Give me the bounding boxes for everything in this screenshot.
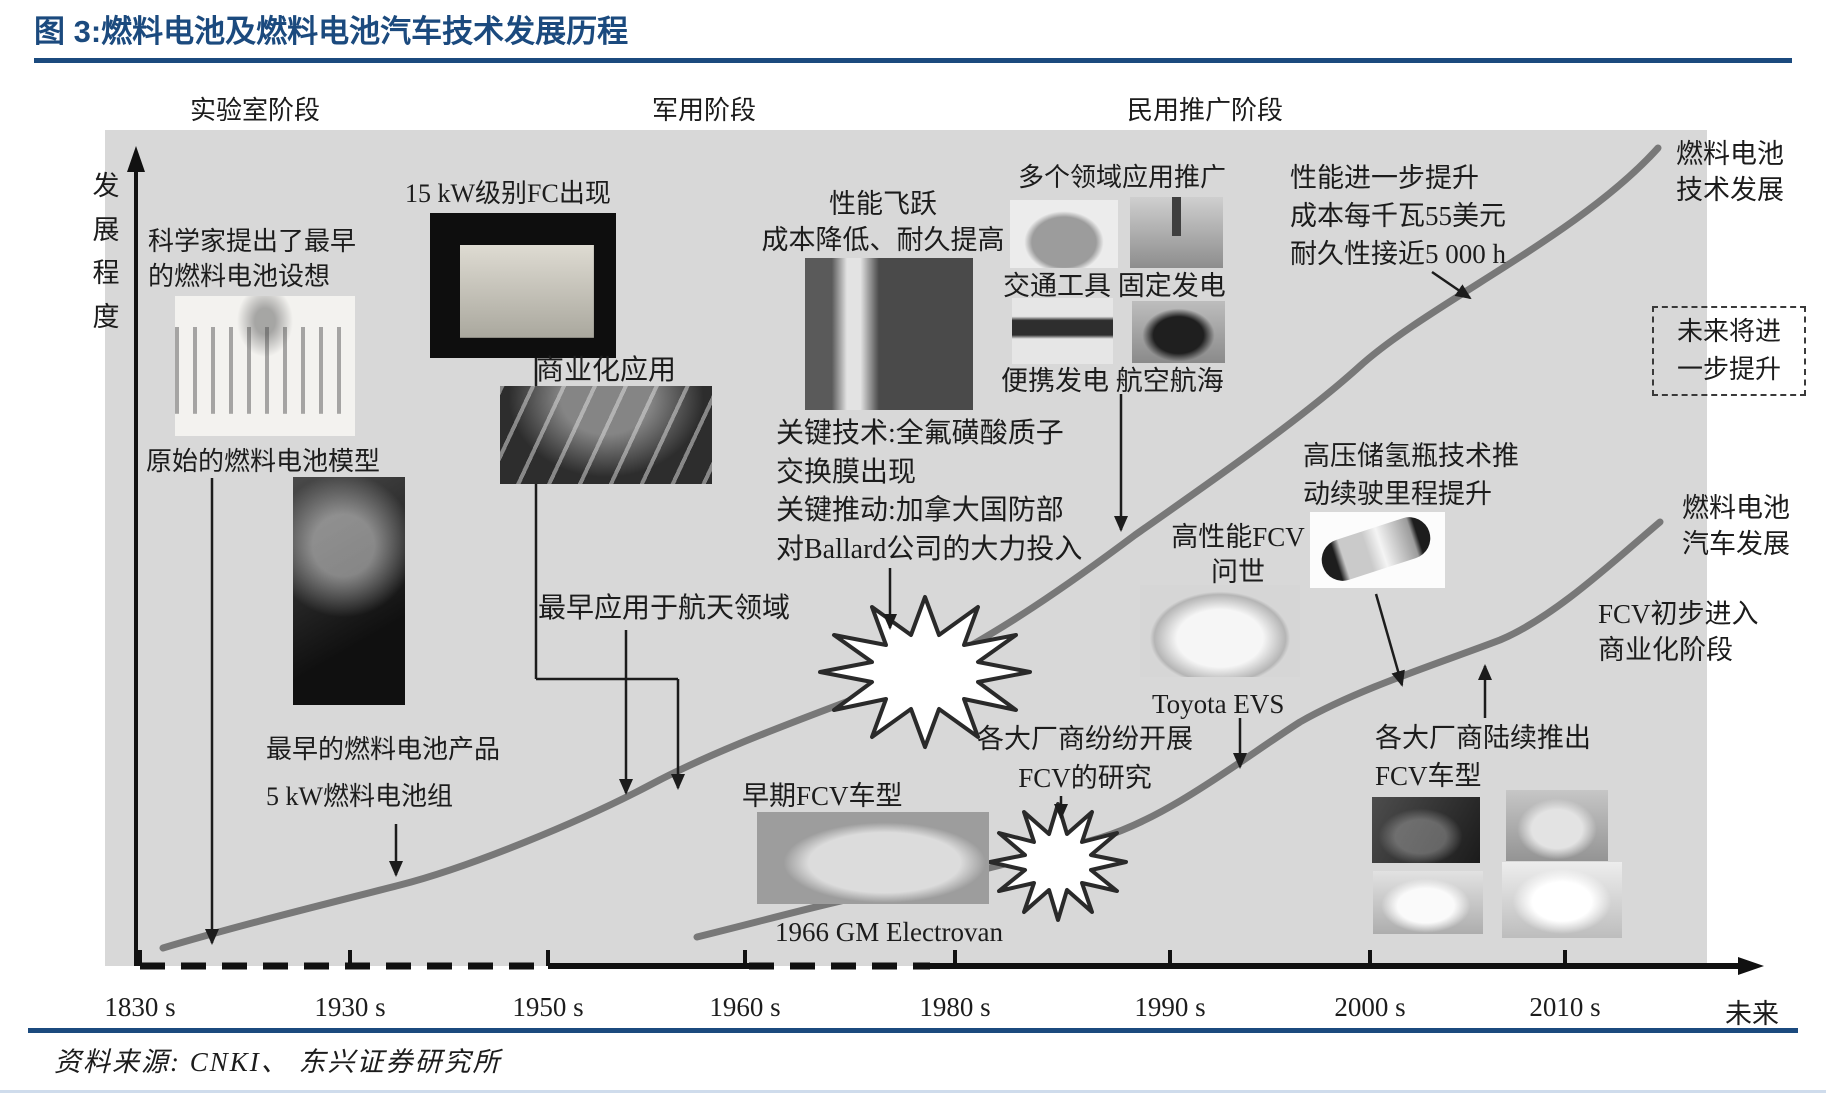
space-station-photo [500, 386, 712, 484]
note-earliest-product: 最早的燃料电池产品 5 kW燃料电池组 [266, 735, 501, 811]
note-key-tech: 关键技术:全氟磺酸质子 交换膜出现 关键推动:加拿大国防部 对Ballard公司… [776, 418, 1083, 565]
x-axis-arrowhead [1738, 957, 1764, 975]
note-high-perf-fcv: 高性能FCV 问世 [1171, 522, 1305, 588]
x-tick-1960s: 1960 s [709, 992, 781, 1022]
portable-power-photo [1012, 298, 1113, 364]
note-commercial: 商业化应用 [535, 355, 676, 386]
page-bottom-edge [0, 1090, 1826, 1093]
note-primitive-model: 原始的燃料电池模型 [146, 447, 381, 476]
note-aerospace: 最早应用于航天领域 [538, 593, 791, 624]
membrane-micrograph-photo [805, 258, 973, 410]
concept-car-photo [1010, 200, 1118, 268]
x-tick-2010s: 2010 s [1529, 992, 1601, 1022]
fcv-car-1-photo [1372, 797, 1480, 863]
note-h2-tank: 高压储氢瓶技术推 动续驶里程提升 [1303, 441, 1519, 509]
15kw-generator-photo [430, 213, 616, 358]
x-end-label-future: 未来 [1725, 999, 1779, 1029]
note-scientist: 科学家提出了最早 的燃料电池设想 [148, 227, 357, 292]
x-tick-1980s: 1980 s [919, 992, 991, 1022]
y-axis-label: 发 展 程 度 [92, 171, 120, 333]
x-tick-1950s: 1950 s [512, 992, 584, 1022]
note-gm-electrovan: 1966 GM Electrovan [775, 917, 1003, 947]
fcv-car-4-photo [1502, 862, 1622, 938]
label-fc-tech-curve: 燃料电池 技术发展 [1676, 139, 1784, 206]
source-note: 资料来源: CNKI、 东兴证券研究所 [54, 1047, 502, 1077]
title-rule [34, 58, 1792, 63]
note-fcv-commercial: FCV初步进入 商业化阶段 [1598, 599, 1759, 666]
future-improvement-box: 未来将进 一步提升 [1652, 306, 1806, 396]
stationary-power-photo [1130, 197, 1223, 268]
label-fcv-dev-curve: 燃料电池 汽车发展 [1682, 493, 1790, 560]
note-apps-row1: 交通工具 固定发电 [1003, 271, 1226, 301]
toyota-suv-photo [1140, 585, 1300, 677]
x-tick-1830s: 1830 s [104, 992, 176, 1022]
note-multi-field: 多个领域应用推广 [1018, 163, 1227, 192]
footer-rule [28, 1028, 1798, 1033]
submarine-photo [1132, 301, 1225, 363]
x-tick-2000s: 2000 s [1334, 992, 1406, 1022]
fcv-car-2-photo [1506, 790, 1608, 861]
stage-label-military: 军用阶段 [651, 96, 756, 125]
note-toyota-evs: Toyota EVS [1152, 689, 1285, 719]
stage-label-civil: 民用推广阶段 [1126, 96, 1283, 125]
early-fcv-van-photo [757, 812, 989, 904]
note-15kw-fc: 15 kW级别FC出现 [405, 179, 611, 208]
note-apps-row2: 便携发电 航空航海 [1001, 366, 1224, 396]
x-tick-1930s: 1930 s [314, 992, 386, 1022]
hydrogen-tank-photo [1310, 511, 1445, 588]
note-manufacturers-launch: 各大厂商陆续推出 FCV车型 [1375, 723, 1591, 791]
stage-label-lab: 实验室阶段 [189, 96, 320, 125]
hydrogen-tank-cylinder [1316, 511, 1436, 587]
5kw-fuel-cell-product-photo [293, 477, 405, 705]
note-early-fcv: 早期FCV车型 [742, 781, 903, 811]
figure-title: 图 3:燃料电池及燃料电池汽车技术发展历程 [34, 14, 629, 49]
note-further-improve: 性能进一步提升 成本每千瓦55美元 耐久性接近5 000 h [1290, 163, 1506, 269]
note-performance-leap: 性能飞跃 成本降低、耐久提高 [761, 189, 1005, 256]
note-manufacturers-research: 各大厂商纷纷开展 FCV的研究 [977, 724, 1193, 794]
fcv-car-3-photo [1373, 871, 1483, 934]
primitive-fuel-cell-photo [175, 296, 355, 436]
x-tick-1990s: 1990 s [1134, 992, 1206, 1022]
